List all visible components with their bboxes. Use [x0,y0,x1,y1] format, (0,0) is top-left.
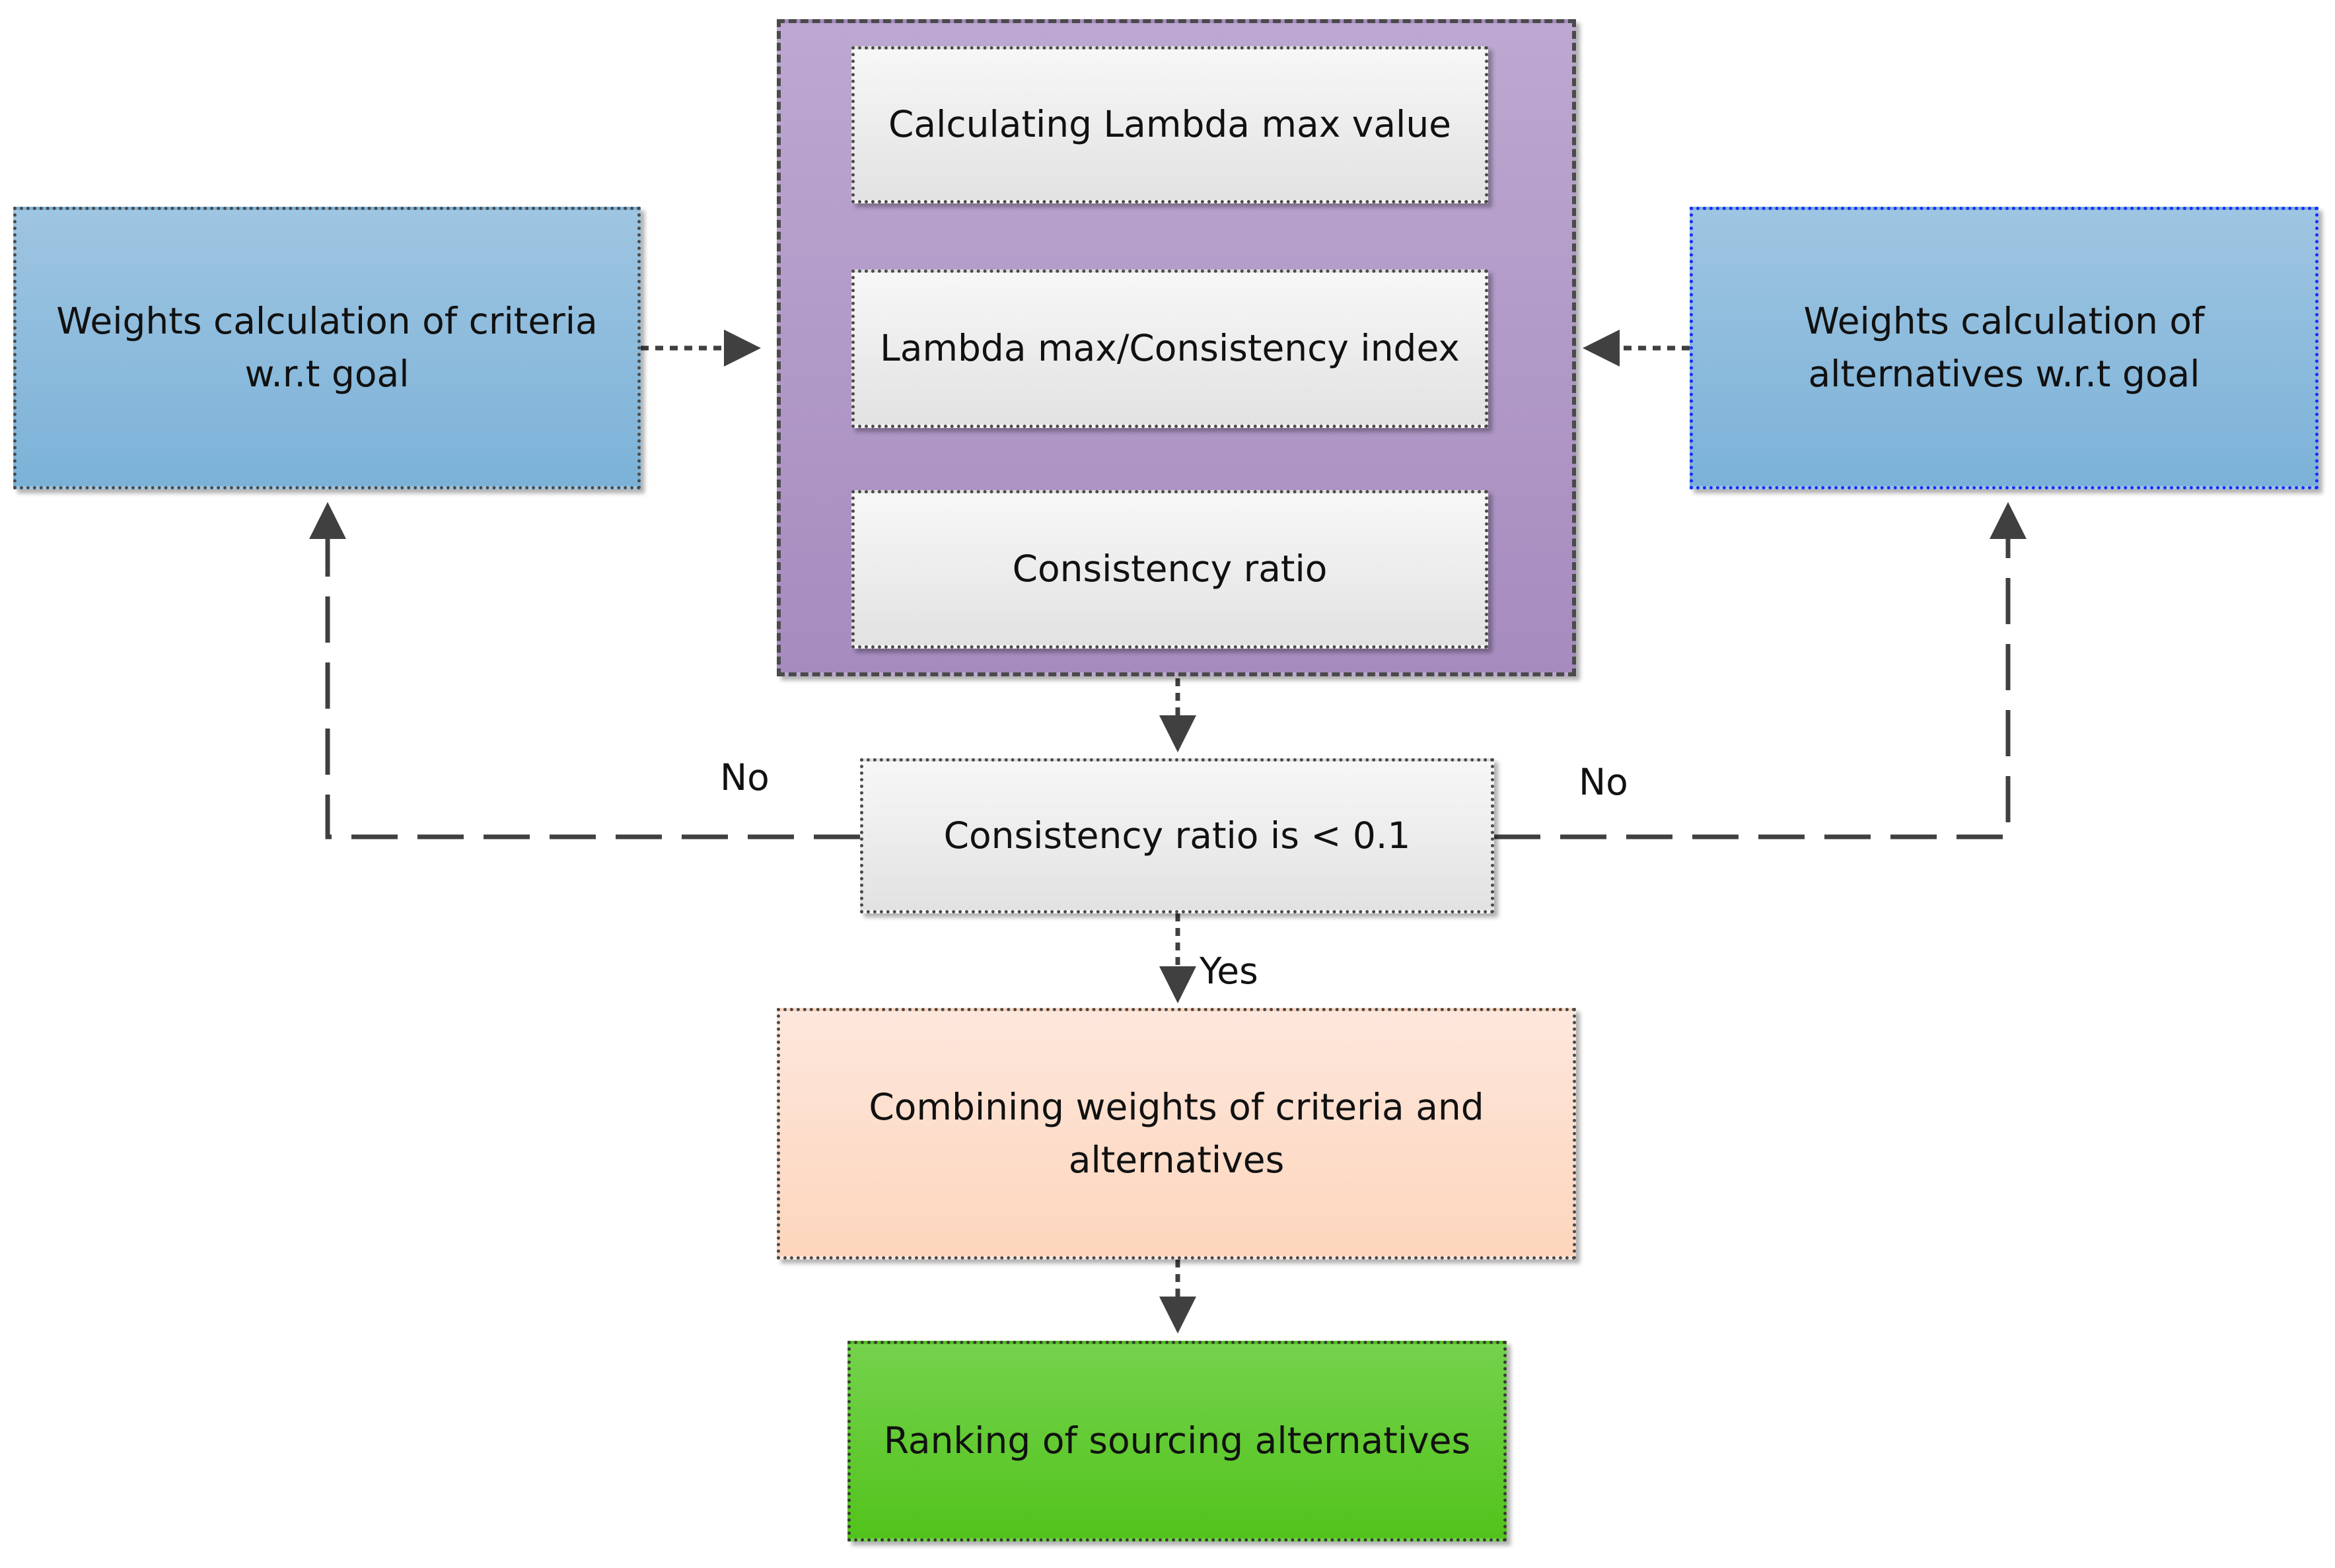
consistency-check-decision: Consistency ratio is < 0.1 [860,758,1494,913]
criteria-weights-node: Weights calculation of criteria w.r.t go… [13,207,641,489]
lambda-ci-node: Lambda max/Consistency index [851,269,1488,428]
lambda-max-node: Calculating Lambda max value [851,46,1488,203]
consistency-ratio-node: Consistency ratio [851,490,1488,649]
edge-no-right-loop [1494,502,2027,839]
edge-label-yes: Yes [1200,950,1258,992]
edge-label-no-right: No [1579,761,1628,803]
ranking-node: Ranking of sourcing alternatives [847,1341,1507,1542]
edge-label-no-left: No [720,756,770,799]
alternatives-weights-node: Weights calculation of alternatives w.r.… [1690,207,2318,489]
edge-no-left-loop [309,502,860,839]
combine-weights-node: Combining weights of criteria and altern… [777,1008,1576,1260]
